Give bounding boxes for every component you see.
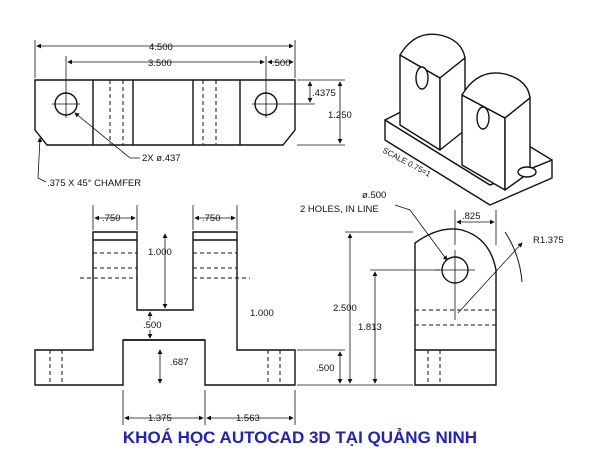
dim-overall-width: 4.500 (149, 42, 173, 53)
hole-callout: 2X ø.437 (142, 153, 181, 164)
top-view (34, 40, 345, 183)
dim-overall-height: 2.500 (333, 303, 357, 314)
front-view-labels: .750 .750 1.000 1.000 .500 .687 .500 1.3… (102, 213, 335, 424)
dim-boss-offset: .687 (170, 357, 189, 368)
side-view-labels: ø.500 2 HOLES, IN LINE .825 R1.375 2.500… (300, 190, 564, 333)
dim-left-span: 1.375 (148, 413, 172, 424)
top-view-labels: 4.500 3.500 .500 .4375 1.250 2X ø.437 .3… (47, 42, 352, 189)
chamfer-callout: .375 X 45° CHAMFER (47, 178, 141, 189)
dim-hole-to-edge: .4375 (312, 88, 336, 99)
dim-side-height: 1.000 (250, 308, 274, 319)
front-view (34, 205, 345, 425)
dim-hole-height: 1.813 (358, 322, 382, 333)
side-hole-callout-note: 2 HOLES, IN LINE (300, 204, 379, 215)
dim-right-span: 1.563 (236, 413, 260, 424)
dim-ear-width-left: .750 (102, 213, 121, 224)
dim-boss-height: .500 (143, 320, 162, 331)
dim-side-hole-offset: .825 (462, 211, 481, 222)
dim-ear-width-right: .750 (202, 213, 221, 224)
dim-radius: R1.375 (533, 235, 564, 246)
dim-depth: 1.250 (328, 110, 352, 121)
side-view-outline (414, 228, 497, 386)
side-view (345, 204, 523, 386)
side-hole-callout-diameter: ø.500 (362, 190, 386, 201)
dim-hole-spacing: 3.500 (148, 58, 172, 69)
isometric-view (384, 33, 553, 206)
dim-edge-offset: .500 (272, 58, 291, 69)
dim-slot-depth: 1.000 (148, 247, 172, 258)
top-view-outline (34, 79, 296, 146)
dim-foot-height: .500 (316, 363, 335, 374)
footer-title: KHOÁ HỌC AUTOCAD 3D TẠI QUẢNG NINH (122, 428, 478, 447)
